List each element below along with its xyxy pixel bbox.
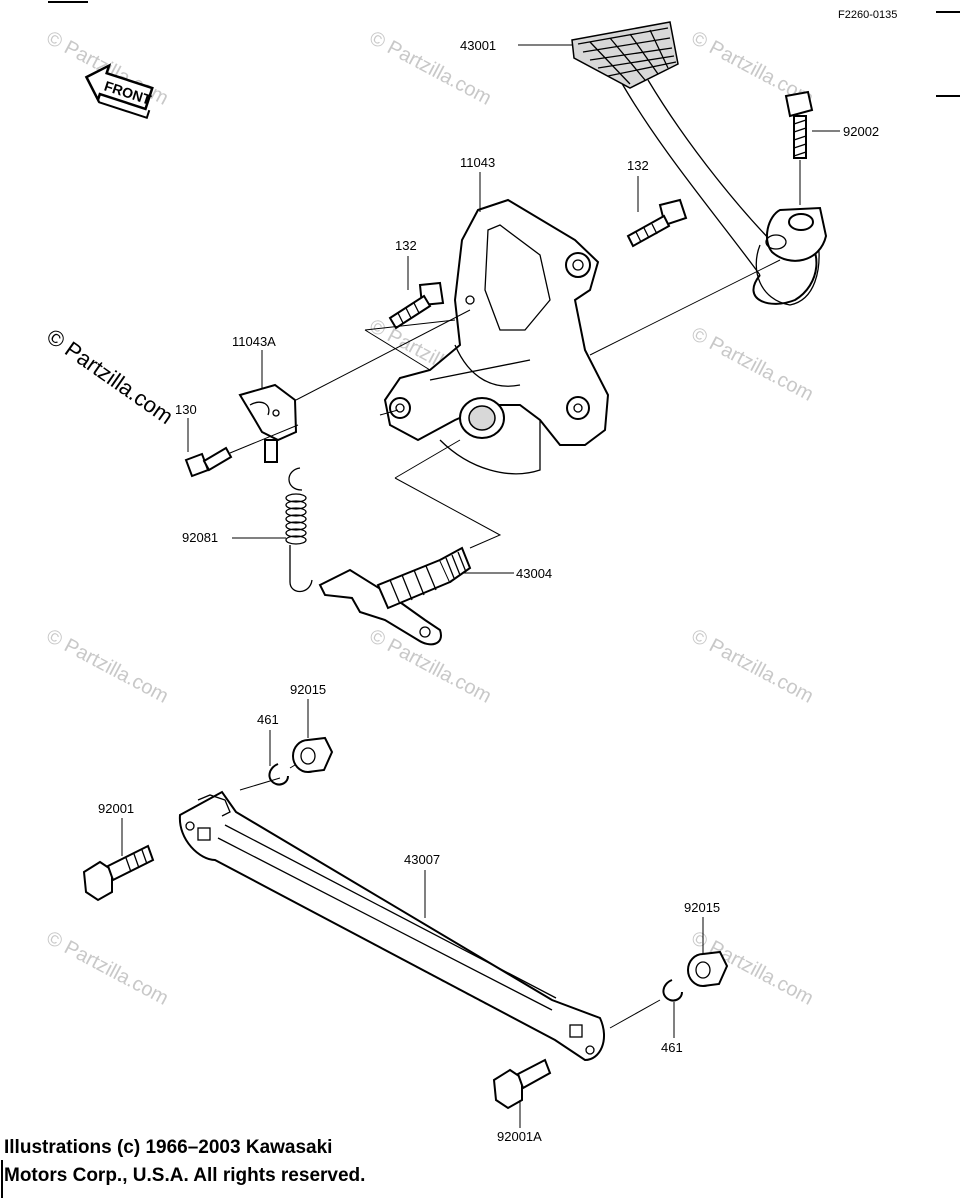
label-92015-upper: 92015 (290, 682, 326, 697)
shaft-43004 (318, 546, 472, 646)
label-92081: 92081 (182, 530, 218, 545)
bolt-130 (184, 446, 233, 478)
spring-92081 (285, 467, 313, 593)
clip-461-upper (268, 763, 289, 786)
clip-461-lower (662, 979, 683, 1002)
bolt-132-lower (388, 281, 445, 330)
watermark-primary: © Partzilla.com (42, 324, 178, 430)
label-43007: 43007 (404, 852, 440, 867)
part-labels: 43001 92002 11043 132 132 11043A 130 920… (98, 38, 879, 1144)
label-11043A: 11043A (232, 334, 276, 349)
collar-92015-upper (292, 736, 334, 773)
leader-lines (121, 44, 840, 1128)
label-132-upper: 132 (627, 158, 649, 173)
label-132-lower: 132 (395, 238, 417, 253)
watermark: © Partzilla.com (43, 625, 172, 708)
collar-92015-lower (687, 950, 729, 987)
rod-43007 (178, 790, 605, 1062)
label-92001: 92001 (98, 801, 134, 816)
bolt-92001 (82, 844, 155, 902)
label-92015-lower: 92015 (684, 900, 720, 915)
label-92001A: 92001A (497, 1129, 542, 1144)
label-461-upper: 461 (257, 712, 279, 727)
label-43004: 43004 (516, 566, 552, 581)
bolt-132-upper (626, 198, 688, 248)
label-11043: 11043 (460, 155, 495, 170)
watermark: © Partzilla.com (43, 927, 172, 1010)
watermark: © Partzilla.com (688, 625, 817, 708)
spring-coils (285, 493, 307, 545)
label-130: 130 (175, 402, 197, 417)
brake-pedal-43001 (571, 21, 828, 306)
label-43001: 43001 (460, 38, 496, 53)
bracket-11043 (383, 198, 610, 475)
watermark: © Partzilla.com (688, 323, 817, 406)
bolt-92002 (784, 90, 814, 159)
label-92002: 92002 (843, 124, 879, 139)
copyright-notice: Illustrations (c) 1966–2003 Kawasaki Mot… (4, 1134, 365, 1190)
bracket-11043A (238, 383, 298, 463)
label-461-lower: 461 (661, 1040, 683, 1055)
bolt-92001A (492, 1058, 552, 1110)
copyright-line-2: Motors Corp., U.S.A. All rights reserved… (4, 1165, 366, 1186)
figure-code: F2260-0135 (838, 9, 897, 21)
copyright-line-1: Illustrations (c) 1966–2003 Kawasaki (4, 1137, 333, 1158)
